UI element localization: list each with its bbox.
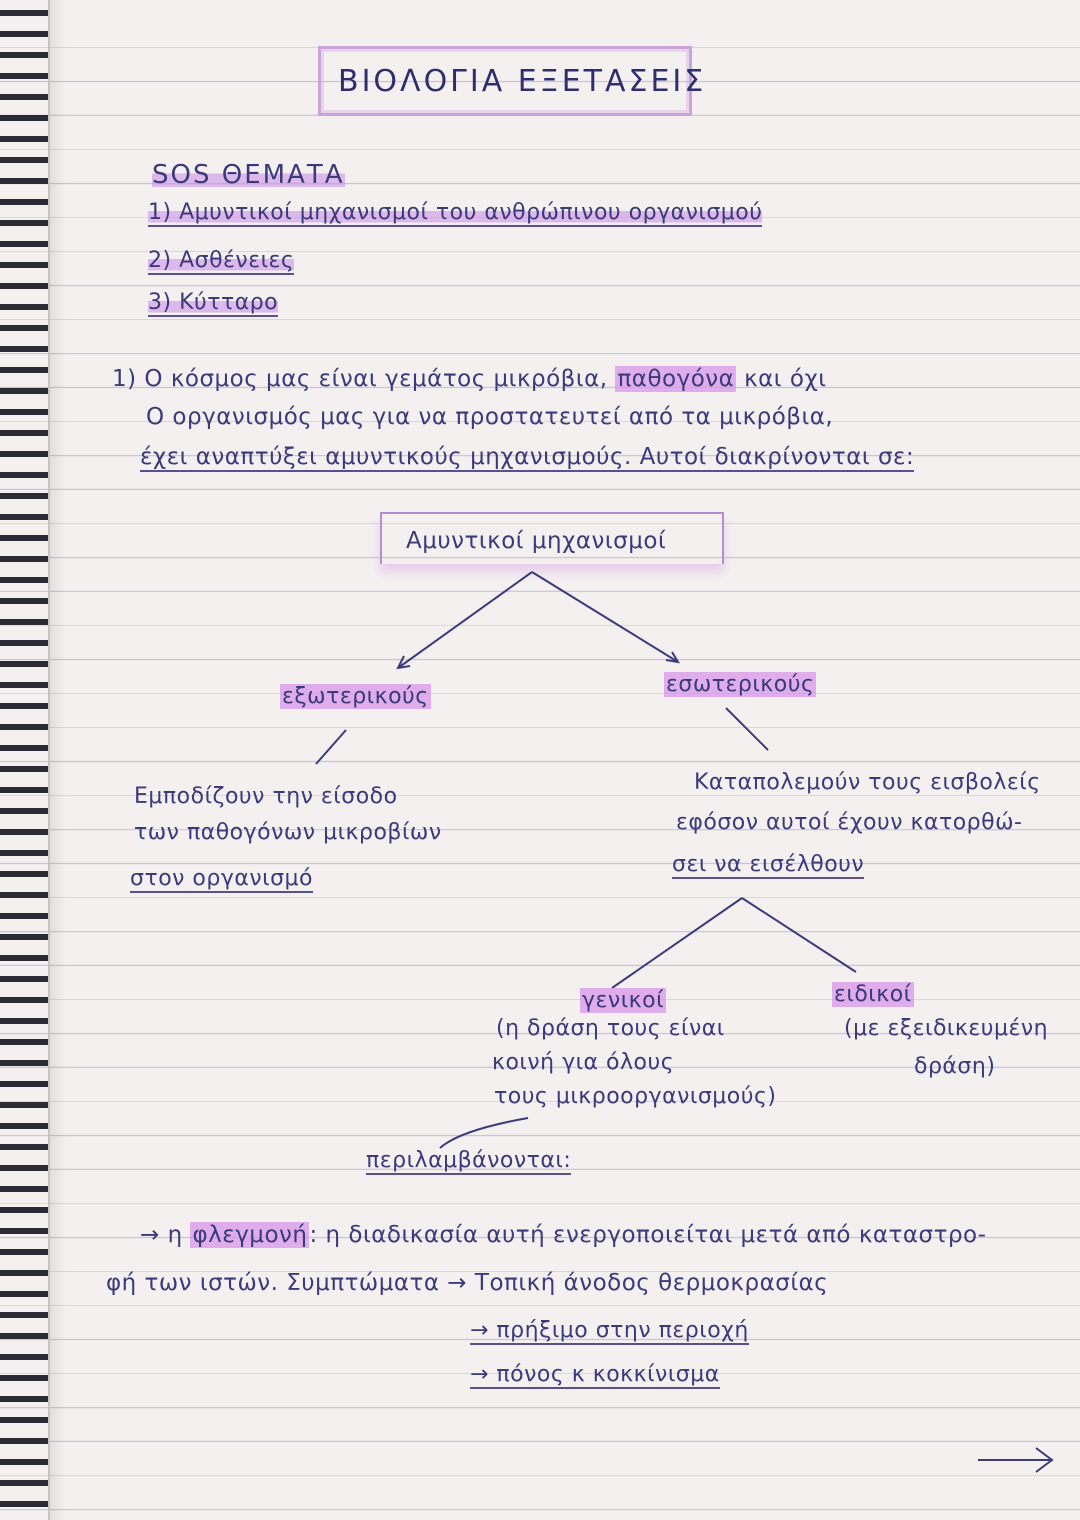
inflammation-line-2: φή των ιστών. Συμπτώματα → Τοπική άνοδος… — [106, 1270, 829, 1296]
intro-line-2: Ο οργανισμός μας για να προστατευτεί από… — [146, 404, 834, 430]
left-desc-connector — [315, 729, 347, 765]
branch-right — [531, 571, 679, 663]
tree-left-label: εξωτερικούς — [280, 684, 431, 709]
intro-line-3: έχει αναπτύξει αμυντικούς μηχανισμούς. Α… — [140, 444, 915, 472]
branch-left — [397, 571, 533, 669]
specific-desc-1: (με εξειδικευμένη — [844, 1016, 1049, 1041]
branch-right-arrowhead — [665, 651, 680, 664]
title-box — [318, 46, 692, 116]
right-desc-connector — [725, 707, 769, 751]
specific-desc-2: δράση) — [914, 1054, 996, 1079]
tree-root: Αμυντικοί μηχανισμοί — [406, 528, 667, 554]
general-desc-3: τους μικροοργανισμούς) — [494, 1084, 777, 1109]
branch-general — [611, 897, 743, 989]
general-label: γενικοί — [580, 988, 667, 1013]
sos-item-3: 3) Κύτταρο — [148, 290, 279, 317]
right-desc-1: Καταπολεμούν τους εισβολείς — [694, 770, 1041, 795]
specific-label: ειδικοί — [832, 982, 914, 1007]
left-desc-1: Εμποδίζουν την είσοδο — [134, 784, 398, 809]
page-title: ΒΙΟΛΟΓΙΑ ΕΞΕΤΑΣΕΙΣ — [338, 64, 707, 99]
right-desc-3: σει να εισέλθουν — [672, 852, 865, 879]
spiral-binding — [0, 0, 66, 1520]
includes-connector — [439, 1117, 529, 1149]
symptom-2: → πόνος κ κοκκίνισμα — [470, 1362, 720, 1389]
branch-specific — [741, 897, 857, 973]
includes-label: περιλαμβάνονται: — [366, 1148, 572, 1175]
general-desc-2: κοινή για όλους — [492, 1050, 675, 1075]
branch-left-arrowhead — [396, 655, 411, 670]
sos-item-2: 2) Ασθένειες — [148, 248, 295, 275]
next-arrow-head — [1035, 1447, 1054, 1473]
inflammation-line-1: → η φλεγμονή: η διαδικασία αυτή ενεργοπο… — [140, 1222, 987, 1248]
left-desc-2: των παθογόνων μικροβίων — [134, 820, 442, 845]
sos-item-1: 1) Αμυντικοί μηχανισμοί του ανθρώπινου ο… — [148, 200, 763, 227]
intro-line-1: 1) Ο κόσμος μας είναι γεμάτος μικρόβια, … — [112, 366, 827, 392]
sos-heading: SOS ΘΕΜΑΤΑ — [152, 160, 345, 190]
tree-right-label: εσωτερικούς — [664, 672, 817, 697]
right-desc-2: εφόσον αυτοί έχουν κατορθώ- — [676, 810, 1023, 835]
general-desc-1: (η δράση τους είναι — [496, 1016, 725, 1041]
root-box — [380, 512, 724, 564]
symptom-1: → πρήξιμο στην περιοχή — [470, 1318, 749, 1345]
left-desc-3: στον οργανισμό — [130, 866, 314, 893]
